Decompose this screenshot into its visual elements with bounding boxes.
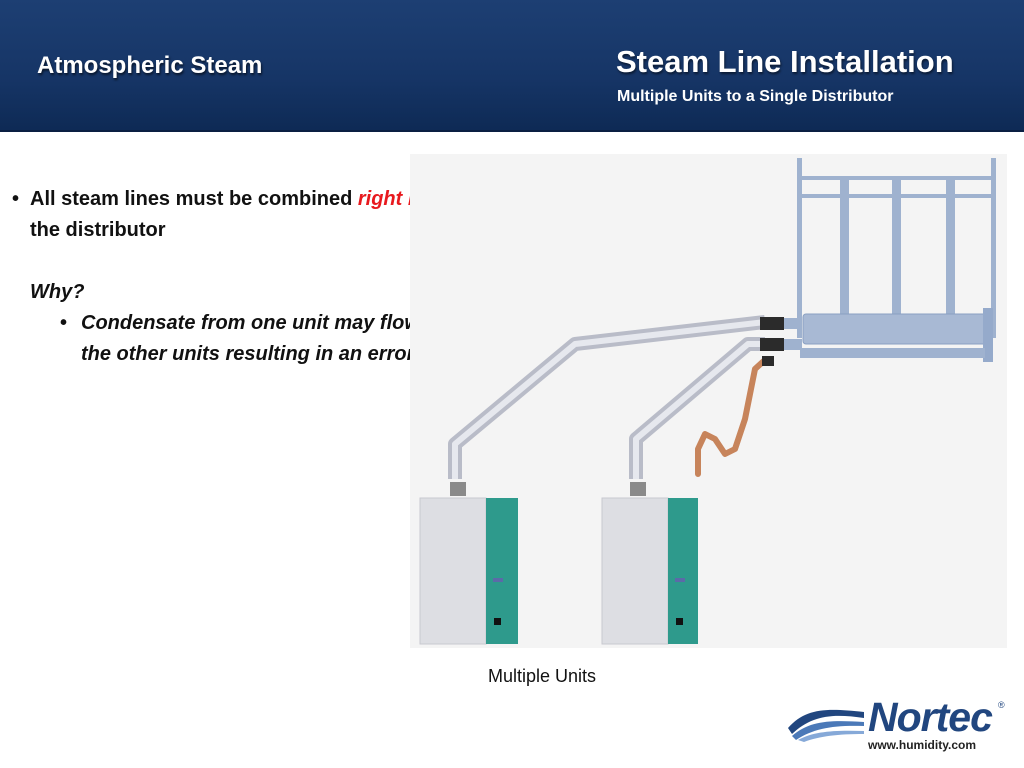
nortec-logo: Nortec ® www.humidity.com	[786, 694, 1008, 754]
section-title: Atmospheric Steam	[37, 52, 263, 79]
slide-subtitle: Multiple Units to a Single Distributor	[617, 88, 894, 105]
humidifier-unit-1	[419, 482, 518, 645]
sub-bullet-icon: •	[60, 312, 68, 334]
bullet-icon: •	[12, 188, 20, 210]
steam-line-1	[448, 315, 802, 479]
bullet-text-part2: the distributor	[30, 219, 166, 241]
steam-line-2	[629, 337, 802, 479]
sub-bullet-item: • Condensate from one unit may flow back…	[12, 308, 521, 370]
humidifier-unit-2	[601, 482, 698, 645]
registered-mark-icon: ®	[998, 700, 1005, 710]
logo-brand-text: Nortec	[868, 694, 993, 740]
why-heading: Why?	[30, 281, 85, 303]
bullet-text-part1: All steam lines must be combined	[30, 188, 358, 210]
installation-diagram-svg	[419, 158, 996, 645]
wave-logo-icon	[788, 709, 864, 742]
sub-bullet-text: Condensate from one unit may flow back i…	[81, 312, 514, 365]
installation-diagram	[410, 154, 1007, 648]
slide-title: Steam Line Installation	[616, 44, 954, 79]
distributor	[797, 158, 996, 362]
slide-header: Atmospheric Steam Steam Line Installatio…	[0, 0, 1024, 132]
condensate-drain-line	[695, 356, 774, 477]
figure-caption: Multiple Units	[488, 666, 597, 686]
logo-url: www.humidity.com	[868, 738, 977, 752]
